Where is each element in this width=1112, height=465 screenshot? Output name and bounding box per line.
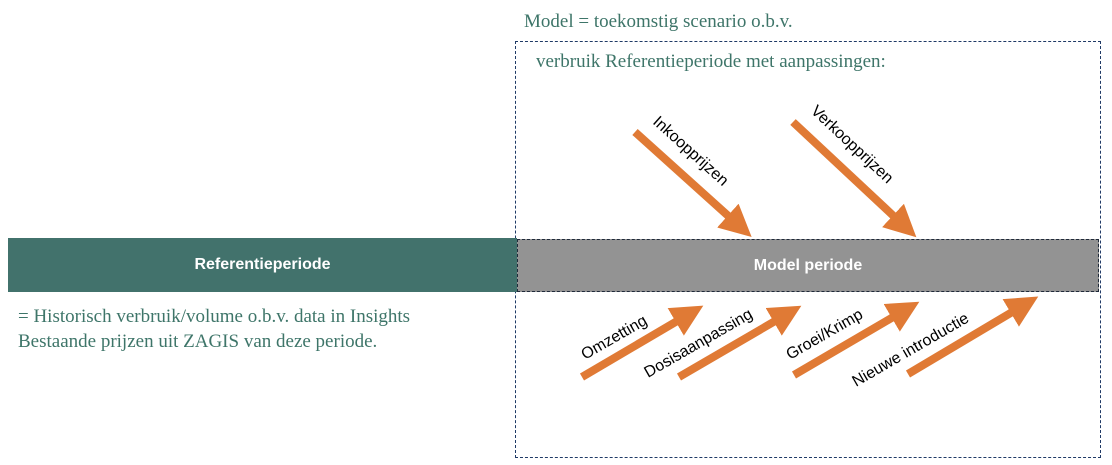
arrow-shaft bbox=[790, 119, 917, 238]
historic-description-line1: = Historisch verbruik/volume o.b.v. data… bbox=[18, 306, 411, 327]
outgoing-arrow-nieuwe-introductie: Nieuwe introductie bbox=[850, 296, 1039, 390]
model-period-bar: Model periode bbox=[517, 239, 1099, 292]
incoming-arrow-verkoopprijzen: Verkoopprijzen bbox=[790, 102, 917, 238]
arrow-shaft bbox=[676, 305, 802, 381]
outgoing-arrow-dosisaanpassing: Dosisaanpassing bbox=[642, 305, 802, 381]
arrow-shaft bbox=[905, 296, 1039, 378]
model-caption: Model = toekomstig scenario o.b.v. bbox=[524, 11, 793, 32]
arrow-shaft bbox=[579, 305, 704, 381]
historic-description-line2: Bestaande prijzen uit ZAGIS van deze per… bbox=[18, 331, 378, 352]
reference-period-bar: Referentieperiode bbox=[8, 238, 517, 292]
incoming-arrow-inkoopprijzen: Inkoopprijzen bbox=[632, 113, 752, 237]
model-period-label: Model periode bbox=[753, 256, 863, 274]
reference-period-label: Referentieperiode bbox=[194, 256, 331, 273]
arrow-shaft bbox=[791, 301, 920, 379]
arrow-shaft bbox=[632, 129, 752, 237]
adjustments-caption: verbruik Referentieperiode met aanpassin… bbox=[536, 51, 886, 72]
